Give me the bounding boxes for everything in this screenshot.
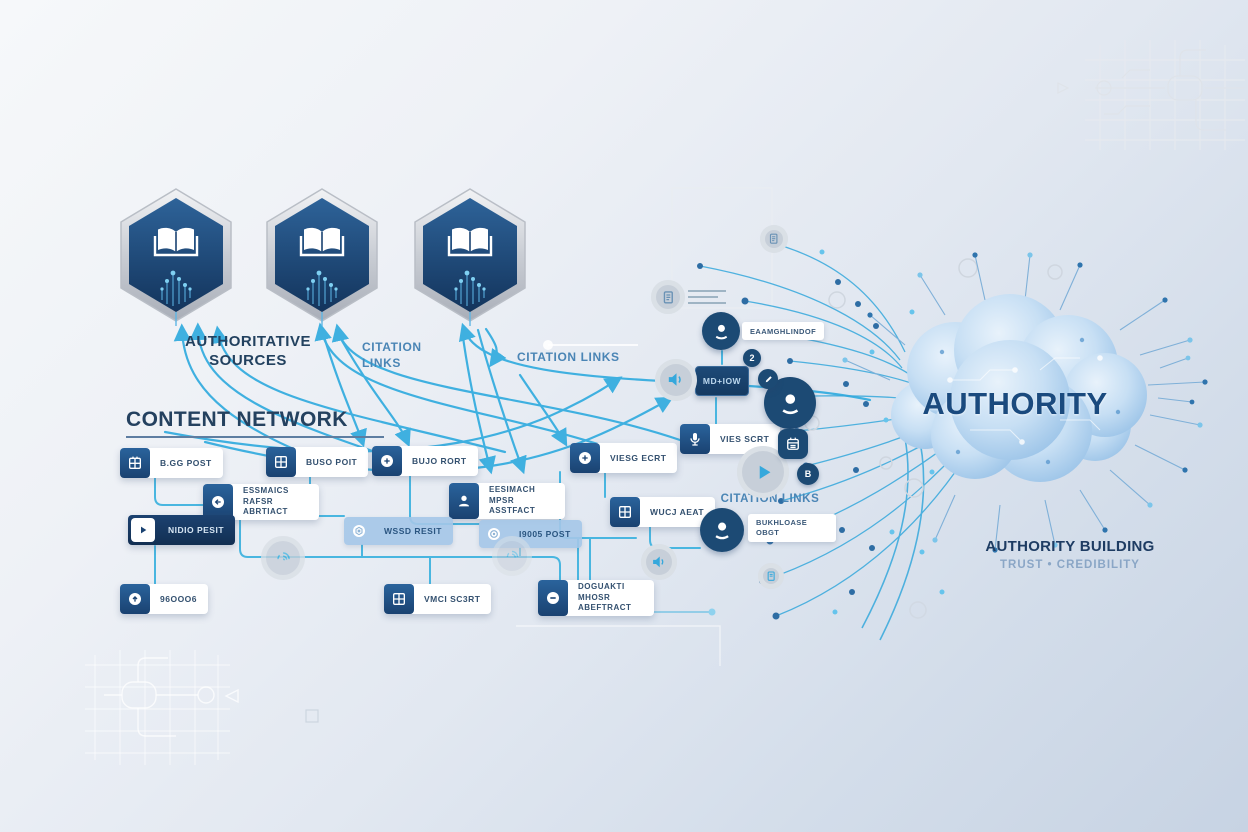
hexagon-icon (344, 516, 374, 546)
node-label: VIES SCRT (720, 434, 770, 444)
citation-links-label-top: CITATION LINKS (362, 340, 422, 371)
plus-circle-icon (570, 443, 600, 473)
node-label: I9005 POST (519, 529, 571, 539)
authority-building-subtitle: TRUST • CREDIBILITY (1000, 559, 1140, 571)
minus-circle-icon (538, 580, 568, 616)
target-icon (479, 519, 509, 549)
blog-grid-icon (266, 447, 296, 477)
badge-letter: B (797, 463, 819, 485)
content-node-video-post[interactable]: NIDIO PESIT (128, 515, 236, 545)
node-label: VIESG ECRT (610, 453, 667, 463)
blog-grid-icon (610, 497, 640, 527)
document-icon[interactable] (651, 280, 685, 314)
content-node-blog-post[interactable]: B.GG POST (120, 448, 223, 478)
authoritative-source-hexagon[interactable] (409, 186, 531, 326)
node-label: DOGUAKTI MHOSR ABEFTRACT (578, 582, 632, 613)
user-circle-icon[interactable] (702, 312, 740, 350)
signal-lines (688, 290, 726, 304)
document-icon[interactable] (758, 563, 784, 589)
user-label-text: BUKHLOASE OBGT (756, 518, 808, 537)
authority-building-title: AUTHORITY BUILDING (985, 538, 1155, 555)
authoritative-sources-label: AUTHORITATIVE SOURCES (185, 333, 311, 369)
arrow-circle-icon (203, 484, 233, 520)
document-icon[interactable] (760, 225, 788, 253)
node-label: WUCJ AEAT (650, 507, 705, 517)
open-book-icon (266, 188, 378, 326)
node-label: 96OOO6 (160, 594, 198, 604)
node-label: NIDIO PESIT (168, 525, 225, 535)
node-label: BUJO RORT (412, 456, 467, 466)
plus-circle-icon (372, 446, 402, 476)
speaker-icon[interactable] (641, 544, 677, 580)
blog-grid-icon (384, 584, 414, 614)
arrow-circle-icon (120, 584, 150, 614)
calendar-icon (778, 429, 808, 459)
badge-text: 2 (749, 353, 755, 363)
content-network-title: CONTENT NETWORK (126, 408, 348, 431)
authority-cloud-label: AUTHORITY (922, 386, 1108, 421)
play-icon (131, 518, 155, 542)
node-label: ESSMAICS RAFSR ABRTIACT (243, 486, 289, 517)
md-iow-button[interactable]: MD+IOW (695, 366, 749, 396)
microphone-icon (680, 424, 710, 454)
citation-links-line2: LINKS (362, 355, 401, 370)
user-circle-icon[interactable] (764, 377, 816, 429)
user-label: EAAMGHLINDOF (742, 322, 825, 340)
content-node-video[interactable]: VIESG ECRT (570, 443, 678, 473)
node-label: BUSO POIT (306, 457, 358, 467)
fingerprint-icon[interactable] (492, 536, 532, 576)
node-label: EESIMACH MPSR ASSTFACT (489, 485, 536, 516)
content-node-research-abstract[interactable]: DOGUAKTI MHOSR ABEFTRACT (538, 580, 654, 616)
content-node-blog-post[interactable]: WUCJ AEAT (610, 497, 716, 527)
content-node-chip[interactable]: I9005 POST (479, 520, 582, 548)
content-node-research-abstract[interactable]: ESSMAICS RAFSR ABRTIACT (203, 484, 319, 520)
badge-text: B (804, 469, 812, 479)
blog-grid-icon (120, 448, 150, 478)
content-node-blog-post[interactable]: BUJO RORT (372, 446, 478, 476)
button-label: MD+IOW (702, 376, 742, 386)
citation-links-label-right: CITATION LINKS (517, 350, 620, 364)
citation-links-line1: CITATION (362, 340, 422, 354)
content-network-underline (126, 436, 384, 438)
user-label: BUKHLOASE OBGT (748, 514, 836, 542)
pencil-icon (758, 369, 778, 389)
open-book-icon (414, 188, 526, 326)
authoritative-source-hexagon[interactable] (261, 186, 383, 326)
badge-number: 2 (743, 349, 761, 367)
user-label-text: EAAMGHLINDOF (750, 326, 817, 336)
user-circle-icon[interactable] (700, 508, 744, 552)
content-node-research-abstract[interactable]: EESIMACH MPSR ASSTFACT (449, 483, 565, 519)
content-node-misc[interactable]: 96OOO6 (120, 584, 209, 614)
node-label: WSSD RESIT (384, 526, 442, 536)
node-label: VMCI SC3RT (424, 594, 481, 604)
content-node-video-script[interactable]: VMCI SC3RT (384, 584, 492, 614)
content-node-blog-post[interactable]: BUSO POIT (266, 447, 369, 477)
citation-links-label-mid: CITATION LINKS (720, 493, 820, 505)
authoritative-source-hexagon[interactable] (115, 186, 237, 326)
open-book-icon (120, 188, 232, 326)
node-label: B.GG POST (160, 458, 212, 468)
person-icon (449, 483, 479, 519)
speaker-icon[interactable] (655, 359, 697, 401)
fingerprint-icon[interactable] (261, 536, 305, 580)
content-node-chip[interactable]: WSSD RESIT (344, 517, 453, 545)
